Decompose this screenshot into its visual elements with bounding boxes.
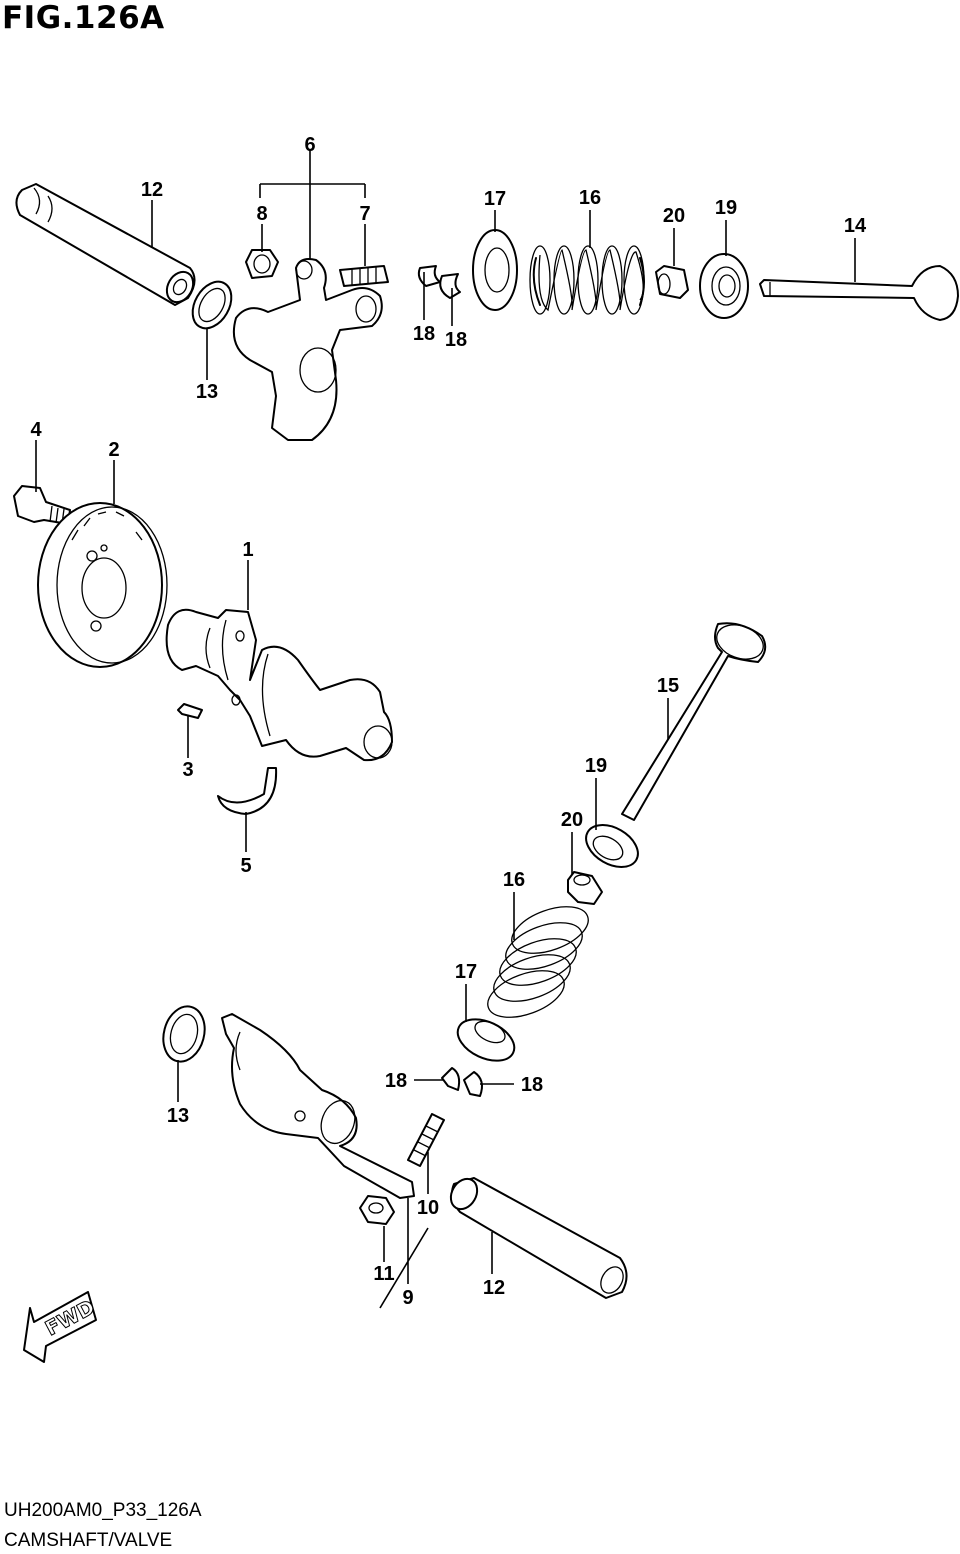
cam-sprocket[interactable] — [37, 502, 168, 668]
adjust-screw-bottom[interactable] — [407, 1113, 445, 1167]
callout-11: 11 — [373, 1263, 394, 1285]
valve-intake[interactable] — [759, 265, 959, 321]
spring-retainer-top[interactable] — [699, 253, 749, 319]
cotter-top-a[interactable] — [417, 265, 441, 287]
cotter-top-b[interactable] — [439, 273, 461, 299]
callout-13-top: 13 — [196, 381, 218, 403]
washer-bottom[interactable] — [157, 1002, 210, 1066]
callout-19-bottom: 19 — [585, 755, 607, 777]
callout-13-bottom: 13 — [167, 1105, 189, 1127]
cam-sprocket-bolt[interactable] — [13, 485, 71, 525]
valve-spring-bottom[interactable] — [482, 898, 595, 1027]
callout-18-top-a: 18 — [413, 323, 435, 345]
callout-8: 8 — [256, 203, 267, 225]
callout-7: 7 — [359, 203, 370, 225]
callout-labels: 12 13 6 8 7 18 18 17 16 20 19 14 4 2 1 3… — [30, 134, 867, 1309]
callout-4: 4 — [30, 419, 42, 441]
rocker-shaft-top[interactable] — [15, 183, 198, 307]
callout-17-top: 17 — [484, 188, 506, 210]
callout-18-top-b: 18 — [445, 329, 467, 351]
dowel-pin[interactable] — [177, 703, 203, 719]
callout-6: 6 — [304, 134, 315, 156]
spring-retainer-bottom[interactable] — [579, 816, 645, 875]
valve-exhaust[interactable] — [621, 619, 768, 821]
cotter-bottom-b[interactable] — [463, 1071, 483, 1097]
spring-seat-top[interactable] — [472, 229, 518, 311]
callout-9: 9 — [402, 1287, 413, 1309]
adjust-nut-bottom[interactable] — [359, 1195, 395, 1225]
rocker-arm-top[interactable] — [232, 258, 383, 441]
callout-18-bottom-b: 18 — [521, 1074, 543, 1096]
callout-12-bottom: 12 — [483, 1277, 505, 1299]
rocker-shaft-bottom[interactable] — [446, 1174, 628, 1299]
rocker-arm-bottom[interactable] — [221, 1013, 415, 1199]
diagram-name: CAMSHAFT/VALVE — [4, 1530, 173, 1551]
camshaft[interactable] — [165, 608, 393, 762]
callout-16-top: 16 — [579, 187, 601, 209]
callout-14: 14 — [844, 215, 867, 237]
callout-16-bottom: 16 — [503, 869, 525, 891]
callout-18-bottom-a: 18 — [385, 1070, 407, 1092]
callout-2: 2 — [108, 439, 119, 461]
valve-spring-top[interactable] — [529, 245, 645, 315]
figure-title: FIG.126A — [2, 0, 165, 36]
callout-20-top: 20 — [663, 205, 685, 227]
cotter-bottom-a[interactable] — [441, 1067, 461, 1091]
callout-20-bottom: 20 — [561, 809, 583, 831]
callout-17-bottom: 17 — [455, 961, 477, 983]
callout-12-top: 12 — [141, 179, 163, 201]
callout-1: 1 — [242, 539, 253, 561]
fwd-arrow-icon: FWD — [23, 1291, 99, 1363]
stem-seal-top[interactable] — [655, 265, 689, 299]
leader-lines — [35, 150, 856, 1309]
retainer-plate[interactable] — [217, 767, 278, 815]
diagram-code: UH200AM0_P33_126A — [4, 1500, 202, 1521]
adjust-nut-top[interactable] — [245, 249, 279, 279]
callout-5: 5 — [240, 855, 251, 877]
callout-15: 15 — [657, 675, 679, 697]
callout-10: 10 — [417, 1197, 439, 1219]
callout-3: 3 — [182, 759, 193, 781]
stem-seal-bottom[interactable] — [567, 871, 603, 905]
callout-19-top: 19 — [715, 197, 737, 219]
spring-seat-bottom[interactable] — [451, 1011, 521, 1069]
washer-top[interactable] — [185, 275, 239, 335]
adjust-screw-top[interactable] — [339, 265, 389, 287]
